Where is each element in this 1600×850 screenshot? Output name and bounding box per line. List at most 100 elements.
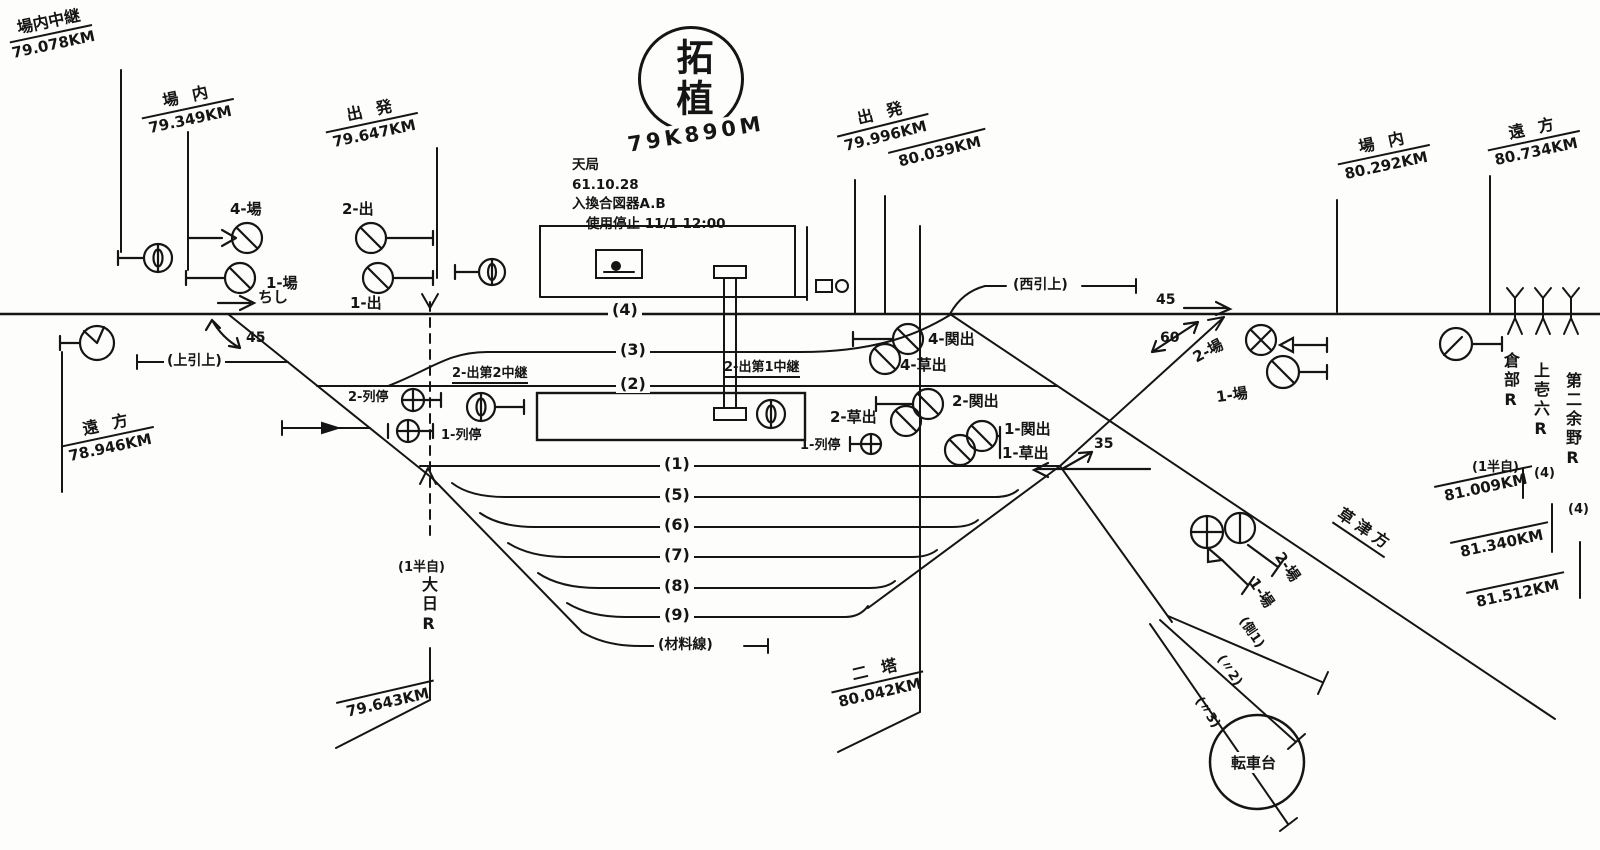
turntable-feeder <box>1059 465 1173 623</box>
crossing-kurabe-type: (1半自) <box>1472 460 1519 475</box>
west-shunting-neck <box>949 278 1137 315</box>
track-label-9: (9) <box>660 605 694 624</box>
ohinata-fork-top <box>421 293 439 309</box>
label-1retei: 1-列停 <box>441 428 482 443</box>
track-label-2: (2) <box>616 374 650 393</box>
label-1ba: 1-場 <box>266 274 298 292</box>
up-crossover <box>1059 316 1225 467</box>
station-name-circle: 拓植 <box>638 26 744 132</box>
departure-pair-track2 <box>874 387 945 438</box>
station-tracks <box>316 314 1061 654</box>
chishi-arrow <box>216 294 257 312</box>
notice-date: 61.10.28 <box>572 176 639 193</box>
platform <box>535 391 807 442</box>
shunt-marker-2retei <box>400 387 443 413</box>
signals <box>58 221 1504 596</box>
crossing-ohinata-type: (1半自) <box>398 560 445 575</box>
crossing-kamiroku-name: 上壱六R <box>1531 362 1550 441</box>
track-label-material: (材料線) <box>654 634 717 654</box>
departure-signal-2de <box>354 221 435 255</box>
label-speed45-right: 45 <box>1156 292 1176 308</box>
shunt-marker-1retei-b <box>848 432 883 456</box>
notice-office: 天局 <box>572 157 599 173</box>
signal-hut <box>815 279 833 293</box>
home-signal-pair-kusatsu <box>1189 511 1286 596</box>
track-5 <box>451 482 1019 498</box>
home-signal-1ba-main <box>1265 354 1329 390</box>
track-label-4: (4) <box>608 300 642 319</box>
label-speed35: 35 <box>1094 436 1114 452</box>
speed35-arrow <box>1031 450 1152 479</box>
label-2de: 2-出 <box>342 200 374 218</box>
speed45-right-arrow <box>1182 300 1233 317</box>
nito-crossing-line <box>837 225 921 753</box>
label-upper-neck: (上引上) <box>164 350 225 370</box>
departure-signal-1de <box>361 261 435 295</box>
track-label-3: (3) <box>616 340 650 359</box>
label-west-neck: (西引上) <box>1010 274 1071 294</box>
label-speed45-left: 45 <box>246 330 266 346</box>
label-2retei: 2-列停 <box>348 390 389 405</box>
track-label-6: (6) <box>660 515 694 534</box>
label-1de: 1-出 <box>350 294 382 312</box>
crossing-yono-name: 第二余野R <box>1563 372 1582 470</box>
repeater-signal-left <box>116 242 174 274</box>
sidings-and-necks <box>136 278 1329 832</box>
repeater-signal-chukei2-2 <box>465 391 526 423</box>
up-crossover-arrowhead <box>1207 316 1225 331</box>
track-label-1: (1) <box>660 454 694 473</box>
track-material <box>581 631 769 654</box>
arrows <box>204 294 1233 479</box>
label-2kande: 2-関出 <box>952 392 999 410</box>
track-label-5: (5) <box>660 485 694 504</box>
catenary-poles <box>1506 287 1580 335</box>
distant-signal-left <box>58 324 116 362</box>
ohinata-leader <box>335 647 431 749</box>
ohinata-fork-mid <box>419 467 437 485</box>
departure-pair-track4 <box>851 322 925 376</box>
home-signal-1ba <box>184 261 257 295</box>
label-chishi: ちし <box>258 288 289 306</box>
repeater-signal-chukei2-1 <box>755 398 787 430</box>
label-4kusade: 4-草出 <box>900 356 947 374</box>
crossing-kamiroku-type: (4) <box>1534 466 1555 481</box>
notice-action: 使用停止 11/1 12:00 <box>586 215 726 232</box>
track-label-8: (8) <box>660 576 694 595</box>
track-label-7: (7) <box>660 545 694 564</box>
label-1ba-main: 1-場 <box>1214 383 1249 407</box>
signal-hut-lamp <box>835 279 849 293</box>
track-9 <box>566 602 869 618</box>
label-1kande: 1-関出 <box>1004 420 1051 438</box>
label-4kande: 4-関出 <box>928 330 975 348</box>
right-fan <box>867 465 1061 609</box>
station-building <box>539 225 808 298</box>
office-dot <box>611 261 621 271</box>
ladders-and-junctions <box>227 313 1556 720</box>
label-2kusade: 2-草出 <box>830 408 877 426</box>
turntable-track <box>1149 623 1298 832</box>
siding-1 <box>1167 615 1329 695</box>
crossing-yono-type: (4) <box>1568 502 1589 517</box>
station-name: 拓植 <box>670 38 713 120</box>
stub-arrow <box>321 421 342 435</box>
left-fan <box>431 477 583 633</box>
home-signal-4ba <box>186 221 264 255</box>
footbridge <box>713 265 747 421</box>
track-8 <box>537 572 896 589</box>
left-ladder <box>227 313 433 479</box>
structures <box>535 225 1580 811</box>
track-6 <box>479 512 979 528</box>
shunt-marker-1retei <box>386 418 435 444</box>
label-turntable: 転車台 <box>1228 752 1280 773</box>
turntable-circle <box>1208 713 1306 811</box>
label-speed60: 60 <box>1160 330 1180 346</box>
departure-pair-track1 <box>943 419 1002 467</box>
notice-block: 天局 61.10.28 入換合図器A.B 使用停止 11/1 12:00 <box>572 156 725 234</box>
label-4ba: 4-場 <box>230 200 262 218</box>
label-chukei2-2: 2-出第2中継 <box>452 362 528 384</box>
notice-equipment: 入換合図器A.B <box>572 196 666 213</box>
office-box <box>595 249 643 279</box>
track-7 <box>507 542 938 558</box>
